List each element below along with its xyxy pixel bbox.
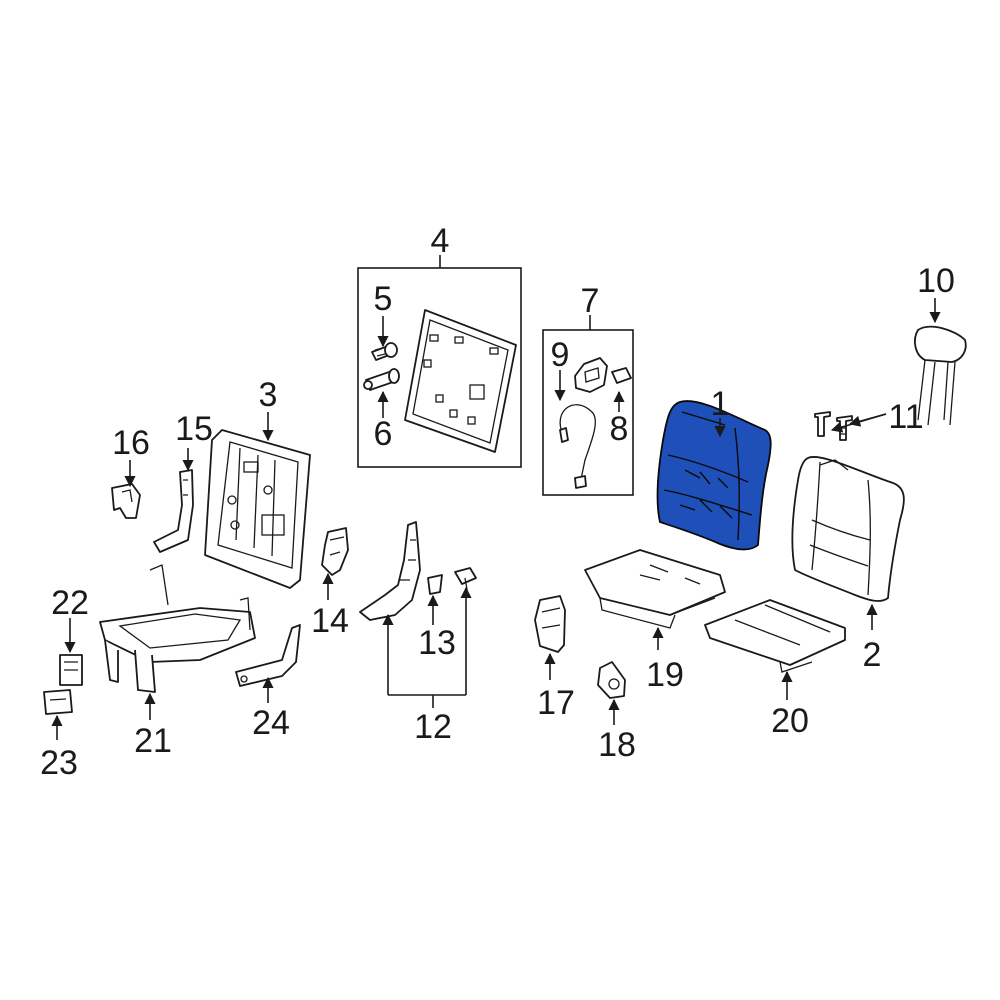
callout-1[interactable]: 1: [711, 385, 730, 423]
part-9-cable[interactable]: [559, 404, 596, 489]
callout-11[interactable]: 11: [888, 398, 923, 436]
callout-17[interactable]: 17: [537, 684, 575, 722]
callout-2[interactable]: 2: [863, 636, 882, 674]
leader-lines: [51, 255, 941, 740]
callout-3[interactable]: 3: [259, 376, 278, 414]
part-11-bolt-lower[interactable]: [814, 411, 831, 437]
callout-10[interactable]: 10: [917, 262, 955, 300]
part-8-latch-cover[interactable]: [574, 357, 632, 393]
callout-14[interactable]: 14: [311, 602, 349, 640]
part-5-pin[interactable]: [371, 342, 398, 361]
part-10-headrest[interactable]: [914, 325, 967, 426]
part-4-back-panel[interactable]: [404, 309, 517, 453]
callout-4[interactable]: 4: [431, 222, 450, 260]
callout-18[interactable]: 18: [598, 726, 636, 764]
part-18-plate[interactable]: [597, 661, 626, 699]
group-box-7: [542, 329, 634, 496]
callout-5[interactable]: 5: [374, 280, 393, 318]
part-16-clip[interactable]: [111, 483, 141, 519]
callout-labels: 1 2 3 4 5 6 7 8 9 10 11 12 13 14 15 16 1…: [40, 222, 955, 782]
part-14-bracket[interactable]: [321, 527, 349, 576]
callout-7[interactable]: 7: [581, 282, 600, 320]
callout-13[interactable]: 13: [418, 624, 456, 662]
callout-21[interactable]: 21: [134, 722, 172, 760]
callout-23[interactable]: 23: [40, 744, 78, 782]
part-12-hinge[interactable]: [359, 521, 421, 621]
callout-9[interactable]: 9: [551, 336, 570, 374]
part-20-cushion-pad[interactable]: [704, 599, 846, 673]
part-23-clip[interactable]: [43, 689, 73, 715]
callout-20[interactable]: 20: [771, 702, 809, 740]
part-6-pin[interactable]: [363, 368, 400, 391]
callout-16[interactable]: 16: [112, 424, 150, 462]
callout-12[interactable]: 12: [414, 708, 452, 746]
callout-8[interactable]: 8: [610, 410, 629, 448]
part-15-bracket[interactable]: [153, 469, 194, 553]
callout-24[interactable]: 24: [252, 704, 290, 742]
part-19-seat-cushion[interactable]: [584, 549, 726, 629]
part-12-bolt[interactable]: [454, 567, 477, 596]
part-2-seat-back[interactable]: [791, 456, 905, 602]
part-24-rail[interactable]: [235, 624, 301, 687]
part-1-seat-back-cover[interactable]: [656, 400, 772, 551]
part-3-seat-back-frame[interactable]: [204, 429, 311, 589]
callout-22[interactable]: 22: [51, 584, 89, 622]
part-21-seat-frame[interactable]: [99, 564, 256, 693]
part-13-insert[interactable]: [427, 574, 443, 595]
part-22-block[interactable]: [59, 654, 83, 686]
callout-19[interactable]: 19: [646, 656, 684, 694]
callout-6[interactable]: 6: [374, 415, 393, 453]
part-17-bracket[interactable]: [534, 595, 566, 653]
callout-15[interactable]: 15: [175, 410, 213, 448]
